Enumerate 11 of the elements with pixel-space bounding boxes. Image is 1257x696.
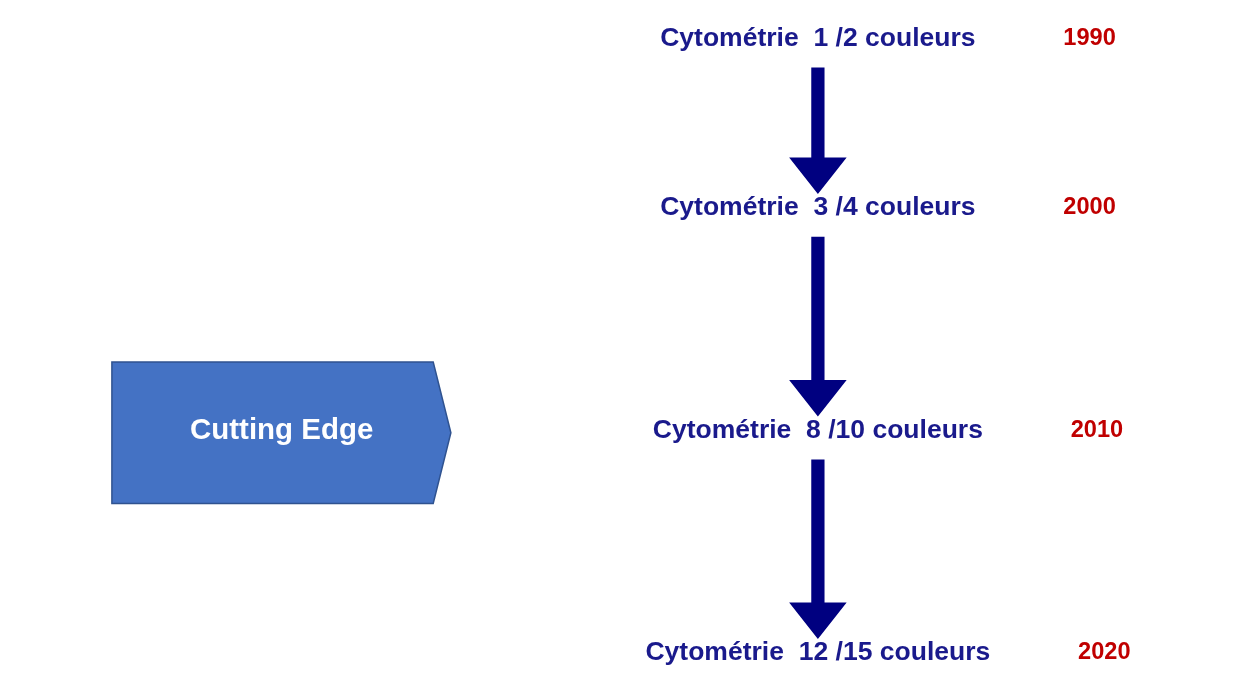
- arrow: [789, 236, 847, 417]
- node-text: Cytométrie 8 /10 couleurs: [652, 413, 983, 444]
- node-text: Cytométrie 1 /2 couleurs: [660, 21, 976, 52]
- node-text: Cytométrie 12 /15 couleurs: [645, 636, 991, 667]
- arrow: [789, 459, 847, 639]
- arrow: [789, 67, 847, 194]
- node-label: 1990: [1063, 23, 1116, 50]
- node-label: 2020: [1078, 638, 1131, 665]
- node-label: 2000: [1063, 193, 1116, 220]
- node-label: 2010: [1070, 415, 1124, 442]
- node-text: Cytométrie 3 /4 couleurs: [660, 191, 976, 222]
